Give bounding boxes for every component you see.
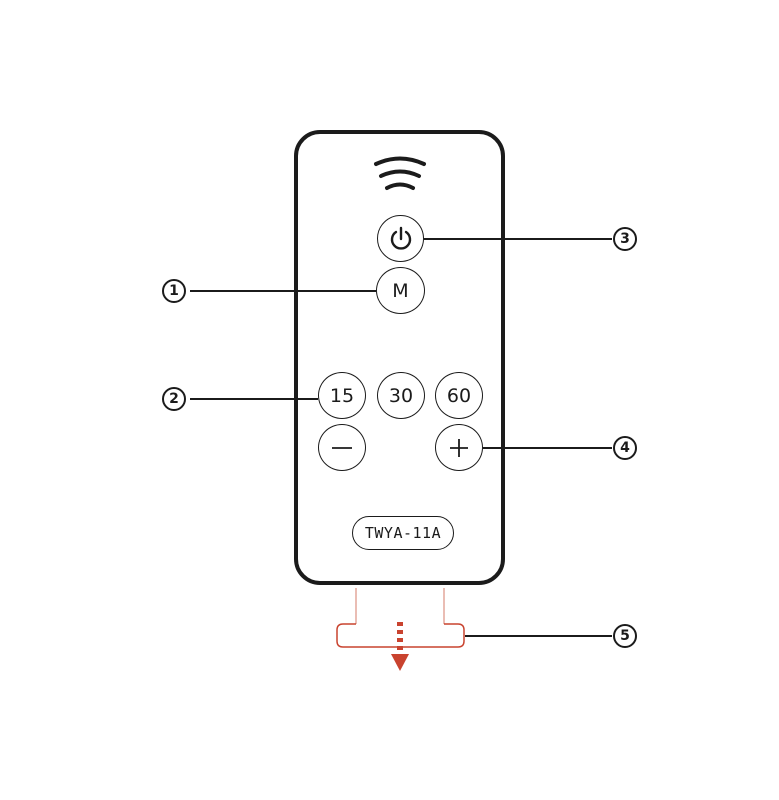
model-label-text: TWYA-11A <box>364 524 442 542</box>
callout-number: 2 <box>169 391 179 407</box>
minus-icon <box>332 446 352 449</box>
leader-line-4 <box>483 447 612 449</box>
leader-line-2 <box>190 398 318 400</box>
minus-button[interactable] <box>318 424 366 471</box>
plus-icon <box>450 438 468 457</box>
plus-button[interactable] <box>435 424 483 471</box>
timer-15-button[interactable]: 15 <box>318 372 366 419</box>
timer-30-button[interactable]: 30 <box>377 372 425 419</box>
leader-line-1 <box>190 290 376 292</box>
callout-marker-3: 3 <box>613 227 637 251</box>
timer-30-label: 30 <box>388 384 414 407</box>
callout-number: 3 <box>620 231 630 247</box>
power-button[interactable] <box>377 215 424 262</box>
model-label: TWYA-11A <box>352 516 454 550</box>
leader-line-3 <box>424 238 612 240</box>
timer-60-button[interactable]: 60 <box>435 372 483 419</box>
pull-down-arrow-icon <box>391 622 409 671</box>
callout-number: 1 <box>169 283 179 299</box>
mode-button[interactable]: M <box>376 267 425 314</box>
callout-marker-1: 1 <box>162 279 186 303</box>
remote-control-body <box>294 130 505 585</box>
power-icon <box>390 226 411 250</box>
callout-number: 4 <box>620 440 630 456</box>
callout-marker-2: 2 <box>162 387 186 411</box>
callout-marker-5: 5 <box>613 624 637 648</box>
timer-60-label: 60 <box>446 384 472 407</box>
timer-15-label: 15 <box>329 384 355 407</box>
leader-line-5 <box>465 635 612 637</box>
mode-button-label: M <box>392 279 409 302</box>
callout-number: 5 <box>620 628 630 644</box>
callout-marker-4: 4 <box>613 436 637 460</box>
